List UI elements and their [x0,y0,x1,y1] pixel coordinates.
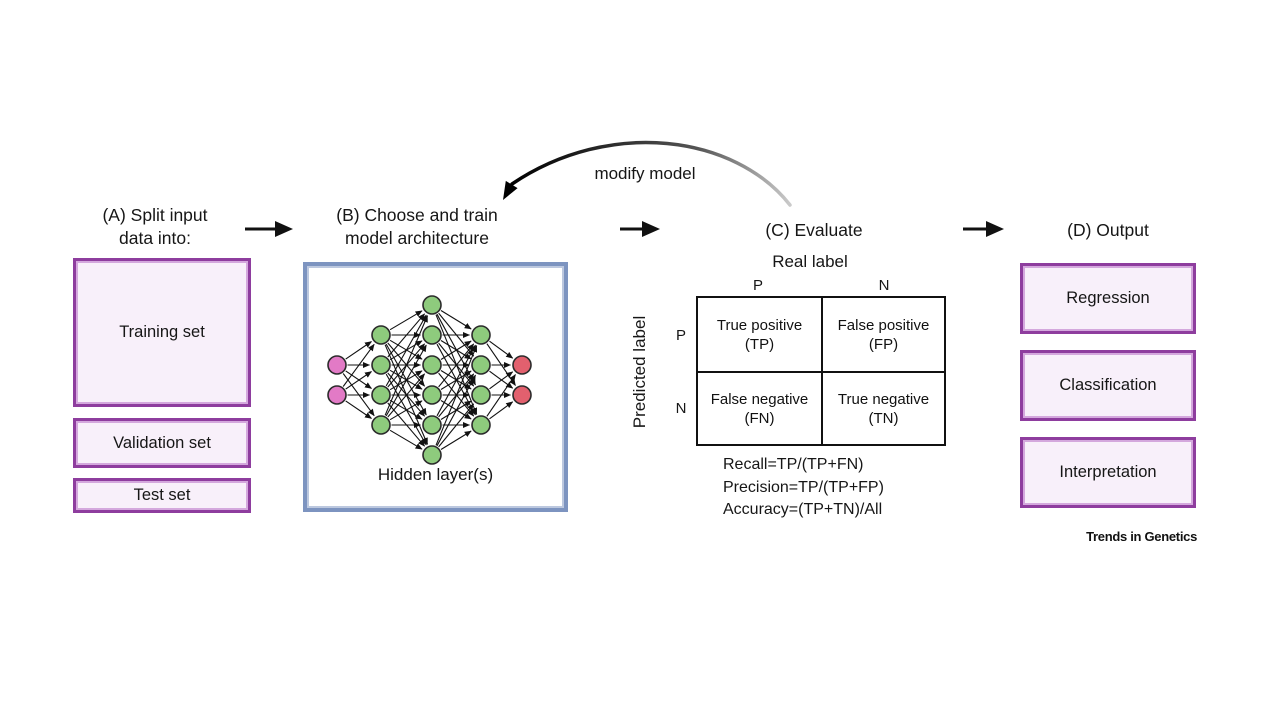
real-label-axis: Real label [772,252,848,271]
hidden-layer-3-node [471,355,491,375]
hidden-layer-3-node [471,385,491,405]
training-set-label: Training set [119,323,205,341]
output-layer-node [512,385,532,405]
metric-formulas: Recall=TP/(TP+FN) Precision=TP/(TP+FP) A… [723,454,884,522]
validation-set-label: Validation set [113,433,211,452]
cell-true-positive: True positive (TP) [716,316,803,353]
row-header-p: P [675,327,686,344]
hidden-layer-2-node [422,295,442,315]
input-layer-node [327,385,347,405]
hidden-layer-2-node [422,355,442,375]
regression-label: Regression [1066,289,1150,307]
test-set-box: Test set [73,478,251,513]
hidden-layer-2-node [422,445,442,465]
col-header-p: P [752,277,763,294]
training-set-box: Training set [73,258,251,407]
interpretation-label: Interpretation [1059,463,1157,481]
classification-label: Classification [1059,376,1157,394]
cell-false-negative: False negative (FN) [698,371,821,444]
cell-true-negative: True negative (TN) [821,371,944,444]
hidden-layer-1-node [371,385,391,405]
cell-false-positive: False positive (FP) [821,298,944,371]
modify-model-label: modify model [594,164,696,183]
panel-a-title: (A) Split input data into: [102,205,208,248]
recall-formula: Recall=TP/(TP+FN) [723,456,864,473]
arrow-b-to-c [620,221,660,237]
hidden-layers-label: Hidden layer(s) [377,465,494,484]
col-header-n: N [878,277,890,294]
confusion-matrix: True positive (TP) False positive (FP) F… [696,296,946,446]
interpretation-box: Interpretation [1020,437,1196,508]
test-set-label: Test set [133,486,191,504]
neural-network-diagram [327,295,532,465]
predicted-label-axis: Predicted label [630,315,649,429]
journal-name: Trends in Genetics [1086,529,1197,544]
validation-set-box: Validation set [73,418,251,468]
arrow-c-to-d [963,221,1004,237]
hidden-layer-2-node [422,415,442,435]
panel-b-title: (B) Choose and train model architecture [336,205,498,248]
hidden-layer-1-node [371,355,391,375]
classification-box: Classification [1020,350,1196,421]
hidden-layer-3-node [471,325,491,345]
accuracy-formula: Accuracy=(TP+TN)/All [723,501,883,518]
hidden-layer-2-node [422,325,442,345]
input-layer-node [327,355,347,375]
panel-c-title: (C) Evaluate [765,220,863,240]
hidden-layer-3-node [471,415,491,435]
model-architecture-box: Hidden layer(s) [303,262,568,512]
hidden-layer-2-node [422,385,442,405]
hidden-layer-1-node [371,415,391,435]
row-header-n: N [675,400,687,417]
hidden-layer-1-node [371,325,391,345]
precision-formula: Precision=TP/(TP+FP) [723,478,884,496]
regression-box: Regression [1020,263,1196,334]
panel-d-title: (D) Output [1067,220,1149,240]
output-layer-node [512,355,532,375]
